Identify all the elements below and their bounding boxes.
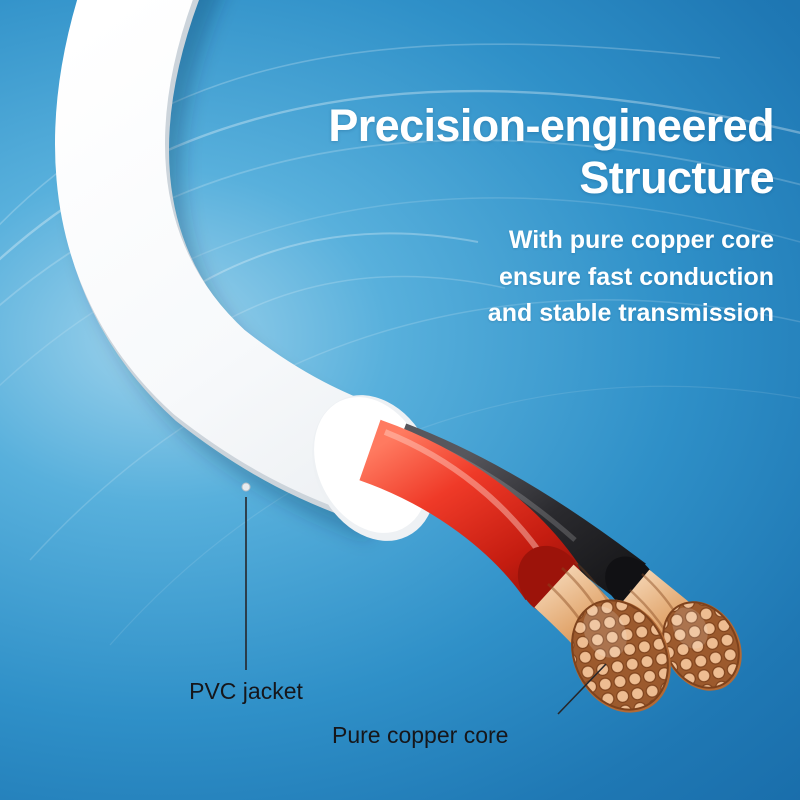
red-wire — [359, 419, 671, 713]
headline-line-2: Structure — [579, 152, 774, 204]
copper-core-label: Pure copper core — [332, 722, 509, 748]
headline-line-1: Precision-engineered — [328, 100, 774, 151]
subheadline-line-2: ensure fast conduction — [498, 262, 774, 291]
copper-strands-red — [534, 561, 671, 713]
subheadline-line-3: and stable transmission — [487, 298, 774, 327]
pvc-jacket-anchor-dot — [241, 482, 251, 492]
subheadline-line-1: With pure copper core — [508, 226, 774, 255]
headline: Precision-engineered Structure With pure… — [328, 100, 774, 331]
callout-leaders — [241, 482, 607, 715]
subheadline: With pure copper core ensure fast conduc… — [328, 222, 774, 331]
copper-strands-black — [618, 569, 742, 691]
copper-core-leader-line — [557, 663, 607, 715]
pvc-jacket-label: PVC jacket — [189, 678, 303, 704]
